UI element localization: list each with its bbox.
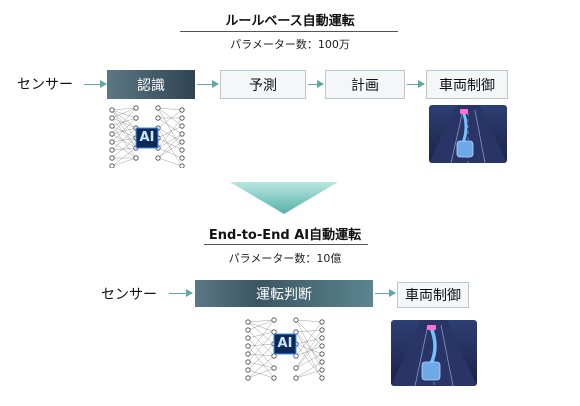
arrow-sensor-to-decision bbox=[169, 289, 193, 297]
rule-based-params: パラメーター数：100万 bbox=[230, 38, 350, 51]
neural-network-image-bottom: AI bbox=[240, 316, 330, 382]
stage-recognition: 認識 bbox=[107, 70, 195, 99]
stage-vehicle-control-bottom: 車両制御 bbox=[397, 282, 469, 308]
down-chevron-icon bbox=[230, 182, 338, 214]
ai-badge-bottom: AI bbox=[277, 336, 293, 351]
car-on-road-icon bbox=[391, 320, 477, 386]
rule-based-title: ルールベース自動運転 bbox=[225, 14, 355, 29]
stage-planning: 計画 bbox=[325, 70, 405, 99]
arrow-recognition-to-prediction bbox=[197, 80, 219, 88]
ai-badge-top: AI bbox=[139, 130, 155, 145]
end-to-end-title: End-to-End AI自動運転 bbox=[208, 228, 362, 243]
arrow-prediction-to-planning bbox=[308, 80, 324, 88]
title-divider bbox=[180, 31, 398, 32]
sensor-label-bottom: センサー bbox=[101, 287, 157, 303]
stage-prediction: 予測 bbox=[220, 70, 306, 99]
stage-vehicle-control-top: 車両制御 bbox=[426, 70, 508, 99]
car-road-image-bottom bbox=[391, 320, 477, 386]
car-road-image-top bbox=[429, 105, 507, 163]
stage-driving-decision: 運転判断 bbox=[195, 280, 373, 307]
car-on-road-icon bbox=[429, 105, 507, 163]
arrow-decision-to-control bbox=[375, 289, 396, 297]
arrow-sensor-to-recognition bbox=[84, 80, 107, 88]
title-divider-bottom bbox=[204, 244, 368, 245]
neural-network-image-top: AI bbox=[104, 104, 190, 169]
neural-network-icon bbox=[245, 317, 325, 381]
arrow-planning-to-control bbox=[407, 80, 425, 88]
neural-network-icon bbox=[109, 105, 185, 169]
end-to-end-params: パラメーター数：10億 bbox=[228, 252, 342, 265]
sensor-label-top: センサー bbox=[17, 77, 73, 93]
